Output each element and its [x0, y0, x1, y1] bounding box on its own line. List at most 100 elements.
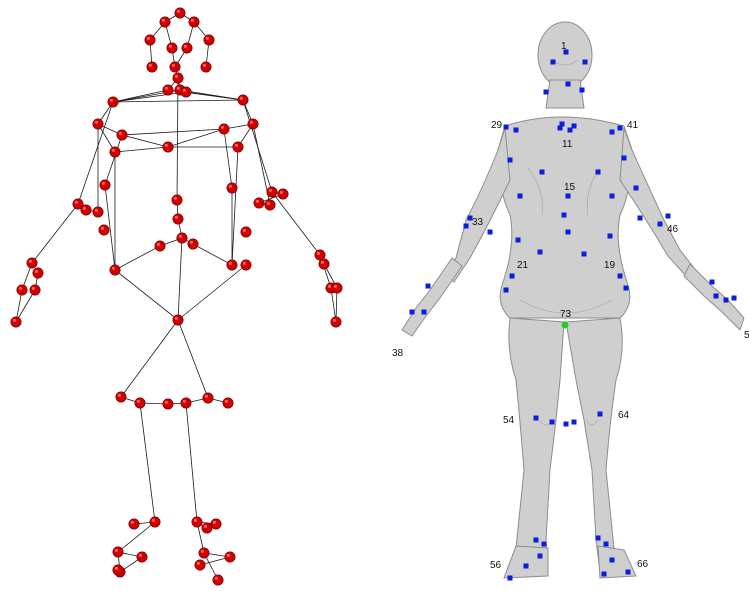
marker-label-11: 11: [562, 139, 573, 150]
skeleton-joint-sphere: [117, 130, 127, 140]
skeleton-joint-highlight: [204, 525, 207, 528]
scan-marker: [710, 280, 715, 285]
scan-marker: [624, 286, 629, 291]
skeleton-joint-highlight: [243, 229, 246, 232]
skeleton-joint: [201, 62, 211, 72]
skeleton-joint-sphere: [227, 260, 237, 270]
skeleton-joint-highlight: [115, 567, 118, 570]
skeleton-joint: [93, 207, 103, 217]
skeleton-joint: [227, 183, 237, 193]
skeleton-bone: [115, 147, 168, 152]
skeleton-joint: [332, 283, 342, 293]
marker-label-64: 64: [618, 410, 630, 421]
skeleton-joints: [11, 8, 342, 585]
skeleton-joint-sphere: [331, 317, 341, 327]
skeleton-joint-sphere: [11, 317, 21, 327]
marker-label-38: 38: [392, 348, 404, 359]
skeleton-joint-highlight: [137, 400, 140, 403]
skeleton-joint: [223, 398, 233, 408]
skeleton-joint-sphere: [113, 547, 123, 557]
marker-label-5: 5: [744, 330, 749, 341]
scan-marker: [551, 60, 556, 65]
skeleton-joint: [195, 560, 205, 570]
skeleton-joint: [204, 35, 214, 45]
skeleton-joint-highlight: [175, 75, 178, 78]
skeleton-joint-sphere: [163, 399, 173, 409]
skeleton-joint-sphere: [175, 8, 185, 18]
skeleton-joint-sphere: [219, 124, 229, 134]
skeleton-joint-sphere: [265, 200, 275, 210]
skeleton-joint-sphere: [145, 35, 155, 45]
skeleton-bone: [115, 246, 160, 270]
skeleton-joint: [147, 62, 157, 72]
skeleton-joint-sphere: [233, 142, 243, 152]
skeleton-joint-highlight: [29, 260, 32, 263]
scan-marker: [724, 298, 729, 303]
skeleton-joint-sphere: [332, 283, 342, 293]
skeleton-joint-highlight: [149, 64, 152, 67]
scan-marker: [534, 538, 539, 543]
scan-marker: [544, 90, 549, 95]
skeleton-joint-highlight: [197, 562, 200, 565]
skeleton-joint-sphere: [93, 119, 103, 129]
skeleton-joint-sphere: [227, 183, 237, 193]
skeleton-joint-highlight: [243, 262, 246, 265]
skeleton-joint-sphere: [238, 95, 248, 105]
marker-label-46: 46: [667, 224, 679, 235]
skeleton-joint-highlight: [280, 191, 283, 194]
skeleton-joint: [113, 547, 123, 557]
skeleton-joint-highlight: [225, 400, 228, 403]
skeleton-joint-highlight: [194, 519, 197, 522]
skeleton-joint-sphere: [135, 398, 145, 408]
scan-marker: [583, 60, 588, 65]
marker-label-56: 56: [490, 560, 502, 571]
skeleton-joint-highlight: [201, 550, 204, 553]
skeleton-joint: [163, 142, 173, 152]
skeleton-joint-model: [11, 8, 342, 585]
skeleton-joint-sphere: [188, 239, 198, 249]
skeleton-joint-sphere: [189, 17, 199, 27]
skeleton-joint: [160, 17, 170, 27]
scan-marker: [638, 216, 643, 221]
skeleton-joint-sphere: [182, 43, 192, 53]
skeleton-joint-sphere: [181, 398, 191, 408]
skeleton-joint-sphere: [213, 575, 223, 585]
skeleton-bone: [140, 403, 155, 522]
scan-marker: [508, 576, 513, 581]
scan-marker: [666, 214, 671, 219]
marker-label-41: 41: [627, 120, 639, 131]
skeleton-joint-sphere: [155, 241, 165, 251]
body-scan-with-markers: 1 29 41 11 15 33 46 21 19 73 38 5 54 64 …: [392, 22, 749, 581]
skeleton-joint-highlight: [83, 207, 86, 210]
skeleton-joint: [192, 517, 202, 527]
skeleton-joint: [188, 239, 198, 249]
skeleton-joint-highlight: [205, 395, 208, 398]
skeleton-bone: [32, 204, 78, 263]
scan-marker: [610, 130, 615, 135]
scan-marker: [572, 420, 577, 425]
skeleton-joint-highlight: [175, 216, 178, 219]
skeleton-bone: [178, 238, 182, 320]
skeleton-joint-highlight: [235, 144, 238, 147]
scan-marker: [658, 222, 663, 227]
skeleton-joint-sphere: [110, 147, 120, 157]
marker-label-1: 1: [561, 41, 567, 52]
scan-marker: [604, 542, 609, 547]
skeleton-joint-sphere: [173, 214, 183, 224]
skeleton-joint-highlight: [19, 287, 22, 290]
skeleton-joint: [219, 124, 229, 134]
skeleton-joint-highlight: [183, 89, 186, 92]
skeleton-joint: [27, 258, 37, 268]
skeleton-joint-highlight: [119, 132, 122, 135]
scan-marker: [426, 284, 431, 289]
skeleton-joint: [267, 187, 277, 197]
skeleton-joint: [173, 315, 183, 325]
scan-marker: [564, 422, 569, 427]
scan-marker: [550, 420, 555, 425]
scan-marker: [560, 122, 565, 127]
skeleton-joint-highlight: [221, 126, 224, 129]
scan-marker: [618, 126, 623, 131]
skeleton-joint-sphere: [113, 565, 123, 575]
skeleton-bone: [105, 135, 122, 185]
